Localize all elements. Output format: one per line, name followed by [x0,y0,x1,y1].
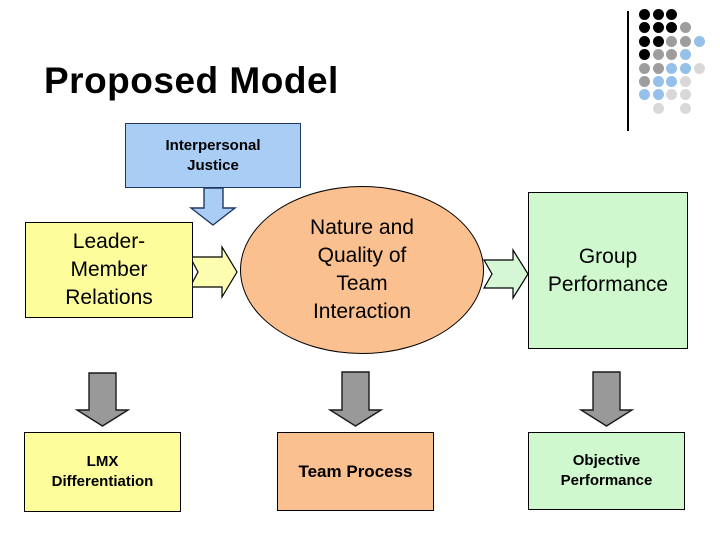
node-lmx-differentiation: LMX Differentiation [24,432,181,512]
node-label: Objective Performance [560,452,653,489]
dot [639,89,650,101]
dot [680,62,692,74]
node-team-interaction: Nature and Quality of Team Interaction [240,186,484,354]
node-label: Team Process [298,461,413,481]
node-objective-performance: Objective Performance [528,432,685,510]
dots-decoration [639,9,709,121]
dot [652,62,664,74]
node-label: Interpersonal Justice [165,136,261,174]
divider-line [627,11,629,131]
dot [680,49,692,61]
dot [652,49,664,61]
node-team-process: Team Process [277,432,434,511]
dot [680,89,692,101]
dot [693,35,705,47]
dot [652,35,664,47]
dot [680,35,692,47]
dot [652,102,664,114]
down-arrow-justice-to-leader [188,187,238,226]
dot [666,9,678,20]
dot [666,62,678,74]
dot [652,22,664,34]
dot [666,22,678,34]
dot [680,22,692,34]
right-arrow-leader-to-interaction [189,244,238,300]
dot [652,76,664,87]
right-arrow-leader-to-interaction-halo [186,239,240,305]
down-arrow-to-objective [578,371,635,427]
dot [639,9,650,20]
node-label: LMX Differentiation [51,453,154,490]
dot [639,49,650,61]
down-arrow-to-lmx [74,372,131,427]
dot [666,89,678,101]
dot [639,62,650,74]
dot [680,102,692,114]
node-label: Group Performance [547,244,669,296]
dot [666,76,678,87]
dot [680,76,692,87]
node-interpersonal-justice: Interpersonal Justice [125,123,301,188]
node-label: Nature and Quality of Team Interaction [310,216,414,323]
dot [639,76,650,87]
node-group-performance: Group Performance [528,192,688,349]
dot [652,9,664,20]
dot [693,62,705,74]
dot [639,35,650,47]
right-arrow-interaction-to-group [482,247,529,301]
down-arrow-to-team-process [327,371,384,427]
dot [666,49,678,61]
node-label: Leader- Member Relations [65,230,153,309]
right-arrow-interaction-to-group-halo [480,243,531,305]
dot [666,35,678,47]
node-leader-member-relations: Leader- Member Relations [25,222,193,318]
dot [652,89,664,101]
dot [639,22,650,34]
slide-title: Proposed Model [44,60,339,101]
